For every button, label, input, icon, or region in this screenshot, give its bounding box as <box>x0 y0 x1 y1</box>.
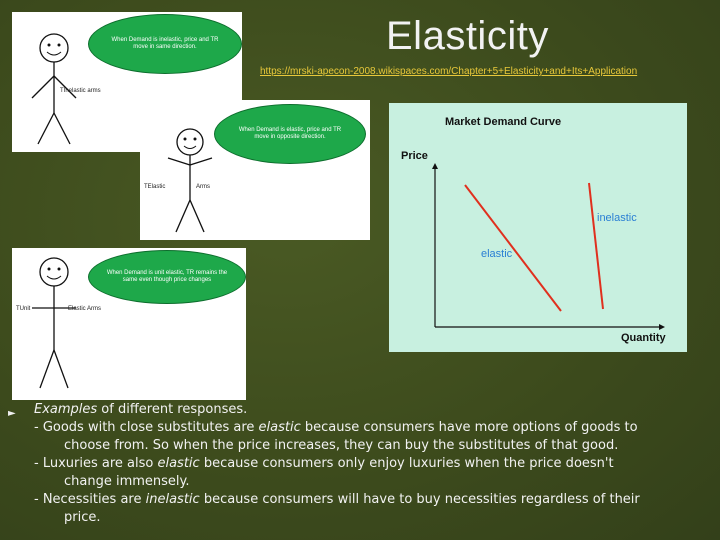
body-line: change immensely. <box>64 474 190 489</box>
body-line: - Luxuries are also elastic because cons… <box>34 456 614 471</box>
speech-bubble: When Demand is inelastic, price and TR m… <box>88 14 242 74</box>
chart-svg: Market Demand Curve Price Quantity elast… <box>401 116 666 344</box>
cartoon-inelastic: When Demand is inelastic, price and TR m… <box>12 12 242 152</box>
body-line: Examples of different responses. <box>34 402 248 417</box>
figure-caption-left: TUnit <box>16 306 31 312</box>
body-line: price. <box>64 510 101 525</box>
elastic-curve <box>464 184 562 312</box>
inelastic-curve <box>588 182 604 310</box>
y-axis-arrowhead <box>432 163 438 169</box>
elastic-label: elastic <box>481 248 513 260</box>
x-axis-arrowhead <box>659 324 665 330</box>
chart-title: Market Demand Curve <box>445 116 561 128</box>
speech-bubble: When Demand is elastic, price and TR mov… <box>214 104 366 164</box>
stick-figure <box>32 257 76 389</box>
bullet-arrow-icon: ► <box>8 408 16 419</box>
stick-figure <box>167 128 213 233</box>
figure-caption-right: Elastic Arms <box>68 306 102 312</box>
cartoon-elastic: When Demand is elastic, price and TR mov… <box>140 100 370 240</box>
figure-caption-left: TElastic <box>144 184 166 190</box>
inelastic-label: inelastic <box>597 212 637 224</box>
speech-bubble: When Demand is unit elastic, TR remains … <box>88 250 246 304</box>
body-line: choose from. So when the price increases… <box>64 438 619 453</box>
slide-title: Elasticity <box>386 14 549 58</box>
y-axis-label: Price <box>401 150 428 162</box>
x-axis-label: Quantity <box>621 332 666 344</box>
body-line: - Goods with close substitutes are elast… <box>34 420 638 435</box>
figure-caption-right: Arms <box>196 184 210 190</box>
body-text: Examples of different responses. - Goods… <box>34 401 714 527</box>
source-link[interactable]: https://mrski-apecon-2008.wikispaces.com… <box>260 66 638 77</box>
stick-figure <box>31 33 77 145</box>
market-demand-chart: Market Demand Curve Price Quantity elast… <box>389 103 687 352</box>
cartoon-unit-elastic: When Demand is unit elastic, TR remains … <box>12 248 246 400</box>
figure-caption: TInelastic arms <box>60 88 101 94</box>
body-line: - Necessities are inelastic because cons… <box>34 492 640 507</box>
